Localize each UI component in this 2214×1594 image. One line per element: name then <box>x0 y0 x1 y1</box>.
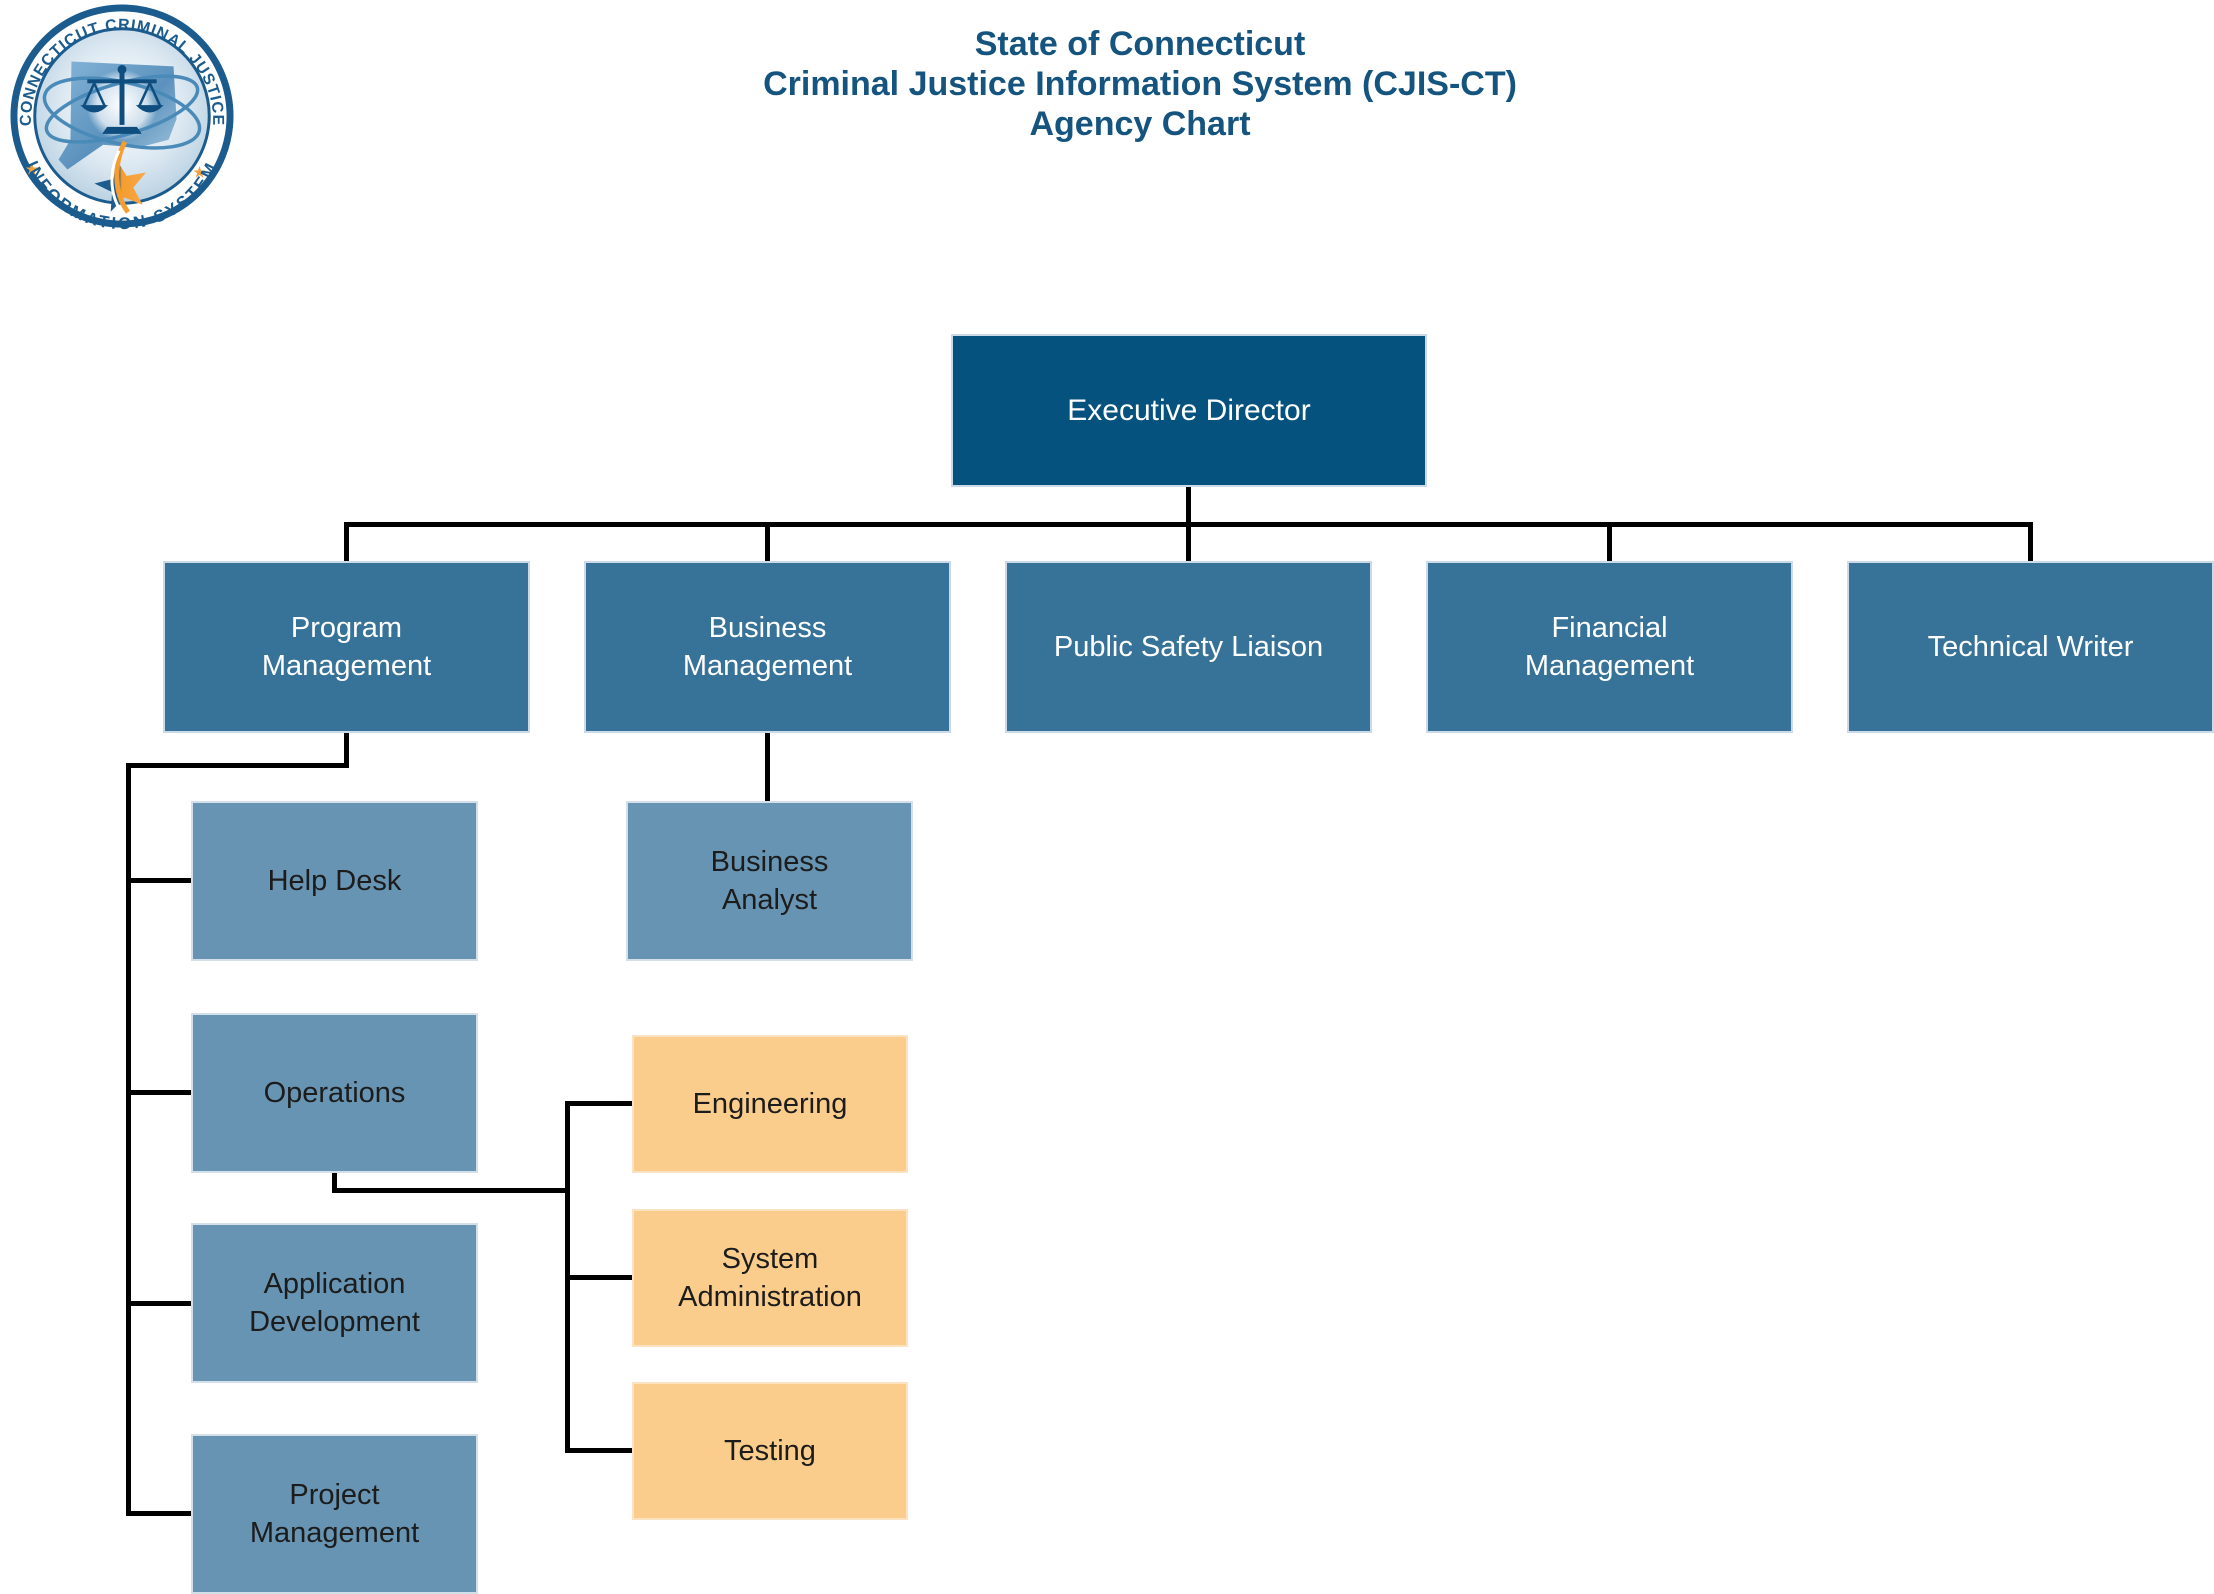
connector-drop-business-management <box>765 522 770 561</box>
connector-operations-elbow <box>332 1188 570 1193</box>
connector-bm-to-business-analyst <box>765 733 770 801</box>
org-node-public-safety-liaison: Public Safety Liaison <box>1005 561 1372 733</box>
title-line-1: State of Connecticut <box>974 25 1306 63</box>
org-node-financial-management: Financial Management <box>1426 561 1793 733</box>
connector-stub-operations <box>131 1090 191 1095</box>
cjis-seal-logo: ★ ★ CONNECTICUT CRIMINAL JUSTICE INFORMA… <box>10 4 234 230</box>
seal-swoosh-orange <box>114 140 131 214</box>
org-node-program-management: Program Management <box>163 561 530 733</box>
org-node-business-management: Business Management <box>584 561 951 733</box>
connector-stub-help-desk <box>131 878 191 883</box>
org-node-help-desk: Help Desk <box>191 801 478 961</box>
title-line-3: Agency Chart <box>1029 105 1251 143</box>
org-node-business-analyst: Business Analyst <box>626 801 913 961</box>
seal-star-icon <box>94 159 146 212</box>
title-line-2: Criminal Justice Information System (CJI… <box>763 65 1517 103</box>
connector-stub-project-management <box>131 1511 191 1516</box>
connector-stub-application-development <box>131 1301 191 1306</box>
connector-drop-technical-writer <box>2028 522 2033 561</box>
connector-drop-public-safety-liaison <box>1186 522 1191 561</box>
connector-drop-financial-management <box>1607 522 1612 561</box>
page-title: State of Connecticut Criminal Justice In… <box>520 24 1760 144</box>
org-node-application-development: Application Development <box>191 1223 478 1383</box>
org-node-testing: Testing <box>632 1382 908 1520</box>
connector-orange-rail <box>565 1101 570 1453</box>
seal-swoosh-white <box>110 150 121 209</box>
org-node-operations: Operations <box>191 1013 478 1173</box>
connector-stub-engineering <box>570 1101 632 1106</box>
org-node-executive-director: Executive Director <box>951 334 1427 487</box>
connector-stub-testing <box>570 1448 632 1453</box>
org-node-project-management: Project Management <box>191 1434 478 1594</box>
connector-drop-program-management <box>344 522 349 561</box>
connector-left-rail <box>126 763 131 1516</box>
org-node-engineering: Engineering <box>632 1035 908 1173</box>
connector-operations-down <box>332 1173 337 1193</box>
org-node-system-administration: System Administration <box>632 1209 908 1347</box>
seal-star-left: ★ <box>25 161 39 178</box>
scales-of-justice-icon <box>80 64 164 134</box>
seal-star-right: ★ <box>192 164 206 181</box>
connector-stub-system-administration <box>570 1275 632 1280</box>
org-node-technical-writer: Technical Writer <box>1847 561 2214 733</box>
connector-pm-elbow <box>126 763 349 768</box>
connector-pm-down <box>344 733 349 768</box>
connector-exec-drop <box>1186 487 1191 525</box>
